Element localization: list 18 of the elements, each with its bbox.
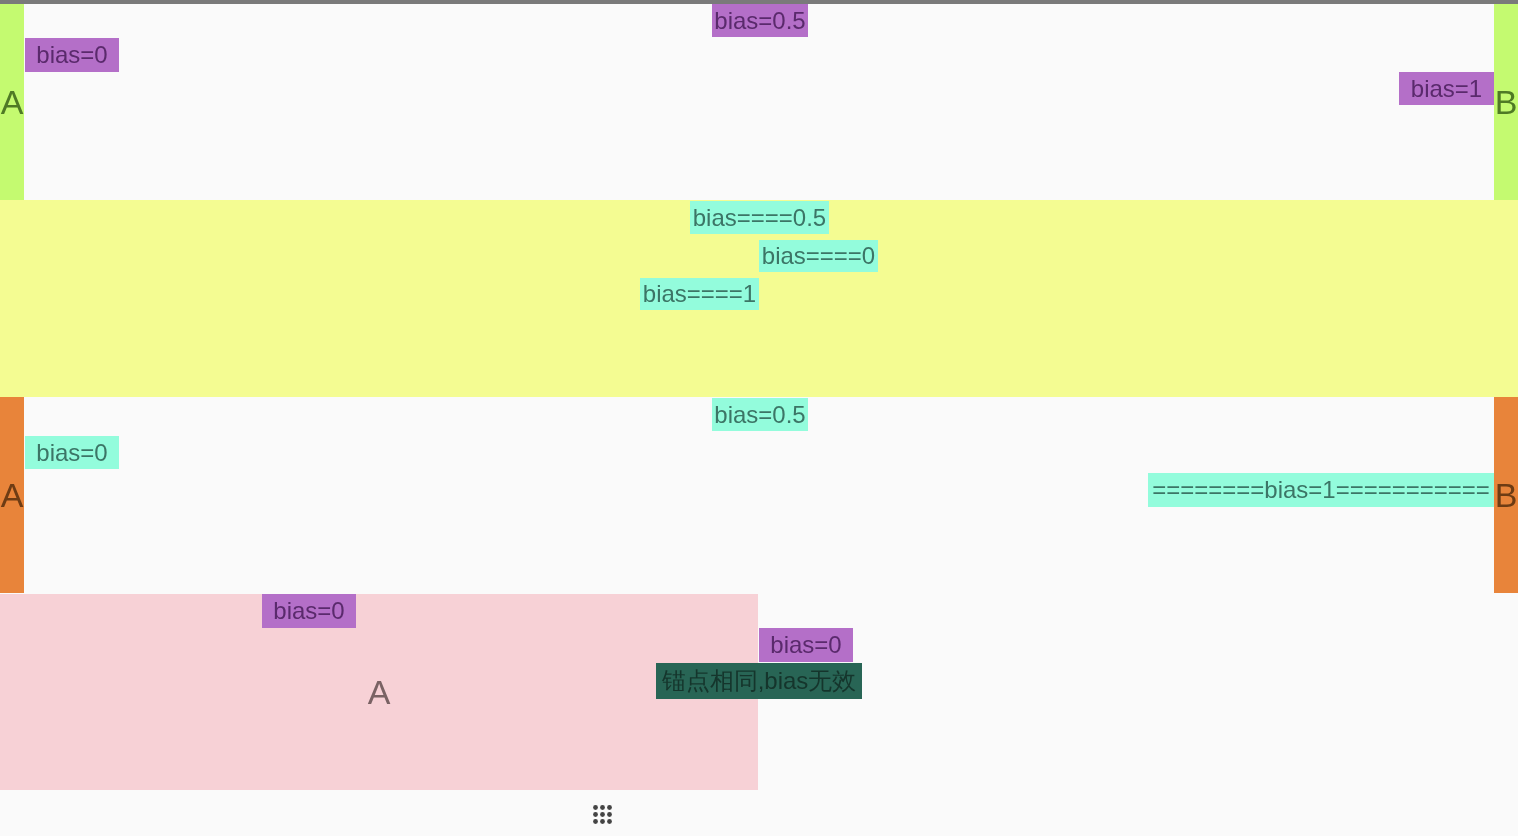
bias-label: ========bias=1=========== (1148, 473, 1494, 507)
anchor-bar: A (0, 4, 24, 200)
anchor-bar: A (0, 397, 24, 593)
bias-label: bias====1 (640, 278, 759, 310)
view-box (0, 594, 758, 790)
panel-band (0, 200, 1518, 397)
view-letter: A (367, 675, 391, 709)
anchor-bar: B (1494, 4, 1518, 200)
bias-label: bias=0.5 (712, 4, 808, 37)
bias-label: bias=1 (1399, 72, 1494, 105)
bias-label: bias=0 (262, 594, 356, 628)
bias-label: bias=0 (25, 38, 119, 72)
bias-label: bias=0 (25, 436, 119, 469)
bias-label: bias====0.5 (690, 201, 829, 234)
bias-label: bias=0.5 (712, 398, 808, 431)
bias-label: bias=0 (759, 628, 853, 662)
bias-label: bias====0 (759, 240, 878, 272)
anchor-bar: B (1494, 397, 1518, 593)
